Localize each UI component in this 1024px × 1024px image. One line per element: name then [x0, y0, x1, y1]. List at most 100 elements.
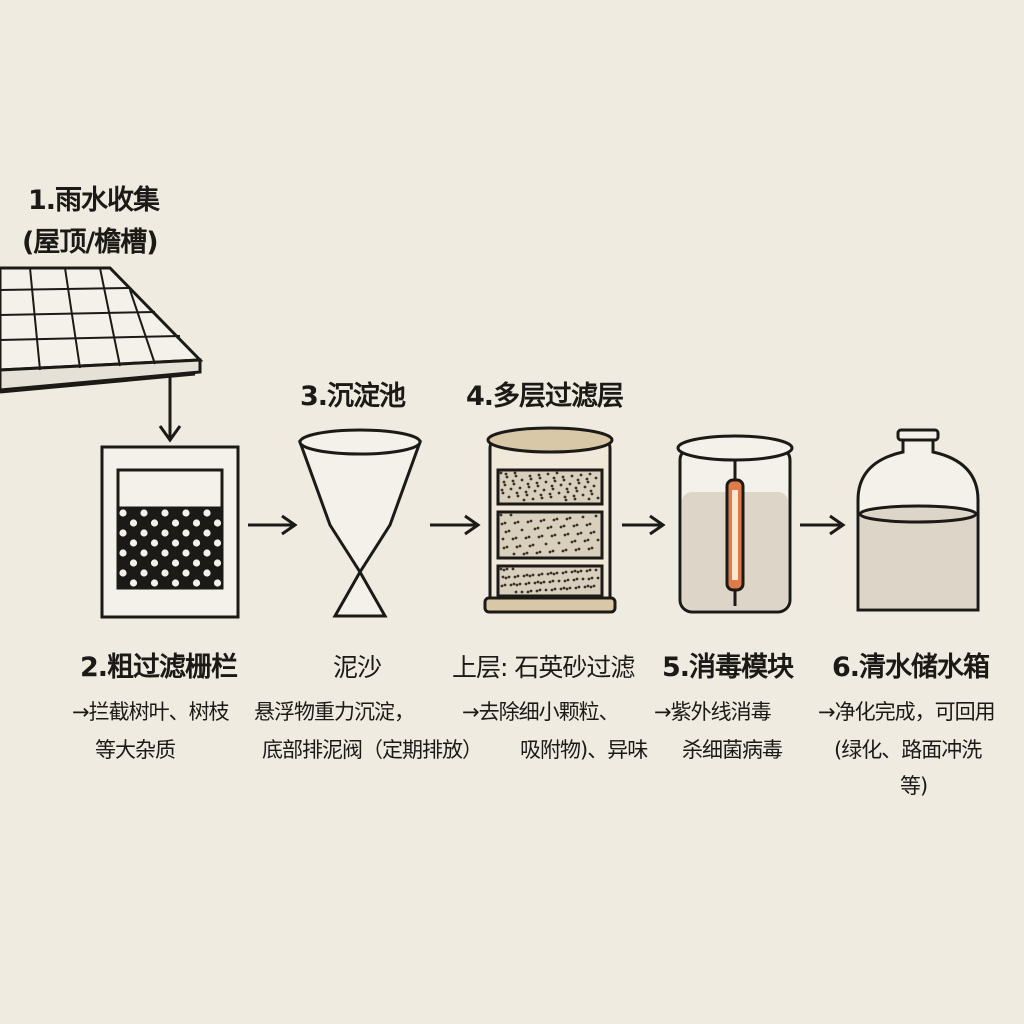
sand-grain	[529, 589, 533, 593]
sand-grain	[539, 581, 543, 585]
sand-grain	[570, 570, 574, 574]
sand-grain	[525, 573, 529, 577]
sand-grain	[552, 518, 556, 522]
sand-grain	[562, 586, 566, 590]
sand-grain	[515, 491, 519, 495]
sand-grain	[518, 486, 522, 490]
sand-grain	[507, 529, 511, 533]
mesh-hole	[171, 539, 180, 547]
sand-grain	[512, 552, 516, 556]
step3-desc-line2: 底部排泥阀（定期排放）	[262, 738, 483, 762]
sand-grain	[575, 523, 579, 527]
sand-grain	[525, 551, 529, 555]
sand-grain	[509, 513, 513, 517]
mesh-hole	[140, 549, 148, 557]
sand-grain	[513, 521, 517, 525]
sand-grain	[540, 534, 544, 538]
sand-grain	[596, 538, 600, 542]
clean-water-tank-icon	[856, 428, 980, 612]
sand-grain	[581, 577, 585, 581]
sand-grain	[564, 570, 568, 574]
sand-grain	[585, 569, 589, 573]
sand-grain	[576, 532, 580, 536]
sand-grain	[557, 579, 561, 583]
sand-grain	[566, 490, 570, 494]
step4-layer-label: 上层: 石英砂过滤	[452, 653, 635, 682]
sand-grain	[561, 475, 565, 479]
sand-grain	[592, 530, 596, 534]
mesh-hole	[140, 569, 148, 577]
step6-desc-line3: 等)	[900, 774, 928, 798]
sand-grain	[586, 538, 590, 542]
sand-grain	[536, 484, 540, 488]
sand-grain	[524, 582, 528, 586]
sand-grain	[565, 487, 569, 491]
sand-grain	[507, 495, 511, 499]
mesh-hole	[192, 559, 201, 567]
sand-grain	[546, 472, 550, 476]
sand-grain	[539, 493, 543, 497]
sand-grain	[528, 474, 532, 478]
sand-grain	[526, 520, 530, 524]
mesh-hole	[129, 539, 138, 547]
sand-grain	[536, 580, 540, 584]
mesh-hole	[119, 549, 127, 557]
sand-grain	[520, 590, 524, 594]
sand-grain	[501, 537, 505, 541]
sand-grain	[583, 585, 587, 589]
sand-grain	[511, 537, 515, 541]
sand-grain	[542, 518, 546, 522]
sand-grain	[572, 524, 576, 528]
sand-grain	[592, 484, 596, 488]
sand-grain	[515, 545, 519, 549]
sand-grain	[553, 533, 557, 537]
sand-grain	[520, 478, 524, 482]
sand-grain	[505, 545, 509, 549]
sand-grain	[535, 589, 539, 593]
roof-icon	[0, 266, 204, 394]
sand-grain	[586, 480, 590, 484]
mesh-hole	[203, 509, 211, 517]
sand-grain	[501, 575, 505, 579]
mesh-hole	[150, 539, 159, 547]
mesh-hole	[203, 569, 211, 577]
sand-grain	[540, 572, 544, 576]
sand-grain	[538, 550, 542, 554]
sand-grain	[555, 471, 559, 475]
step2-desc-line1: →拦截树叶、树枝	[72, 700, 230, 724]
mesh-hole	[171, 519, 180, 527]
step3-sediment-label: 泥沙	[333, 653, 382, 682]
sand-grain	[550, 588, 554, 592]
sand-grain	[562, 478, 566, 482]
sand-grain	[526, 482, 530, 486]
sand-grain	[516, 574, 520, 578]
sand-grain	[522, 574, 526, 578]
sand-grain	[500, 488, 504, 492]
sedimentation-tank-icon	[297, 428, 423, 618]
sand-grain	[533, 581, 537, 585]
sand-grain	[504, 472, 508, 476]
sand-grain	[499, 567, 503, 571]
sand-grain	[572, 494, 576, 498]
sand-grain	[564, 548, 568, 552]
sand-grain	[590, 546, 594, 550]
step2-title: 2.粗过滤栅栏	[80, 652, 238, 683]
sand-grain	[594, 476, 598, 480]
step4-desc-line1: →去除细小颗粒、	[462, 700, 620, 724]
sand-grain	[502, 568, 506, 572]
sand-grain	[511, 479, 515, 483]
sand-grain	[589, 531, 593, 535]
sand-grain	[542, 488, 546, 492]
step3-title: 3.沉淀池	[300, 381, 406, 412]
mesh-hole	[129, 519, 138, 527]
sand-grain	[575, 577, 579, 581]
sand-grain	[566, 532, 570, 536]
sand-grain	[500, 522, 504, 526]
sand-grain	[552, 476, 556, 480]
sand-grain	[550, 484, 554, 488]
sand-grain	[522, 498, 526, 502]
step5-desc-line2: 杀细菌病毒	[682, 738, 783, 762]
sand-grain	[533, 489, 537, 493]
sand-grain	[513, 471, 517, 475]
